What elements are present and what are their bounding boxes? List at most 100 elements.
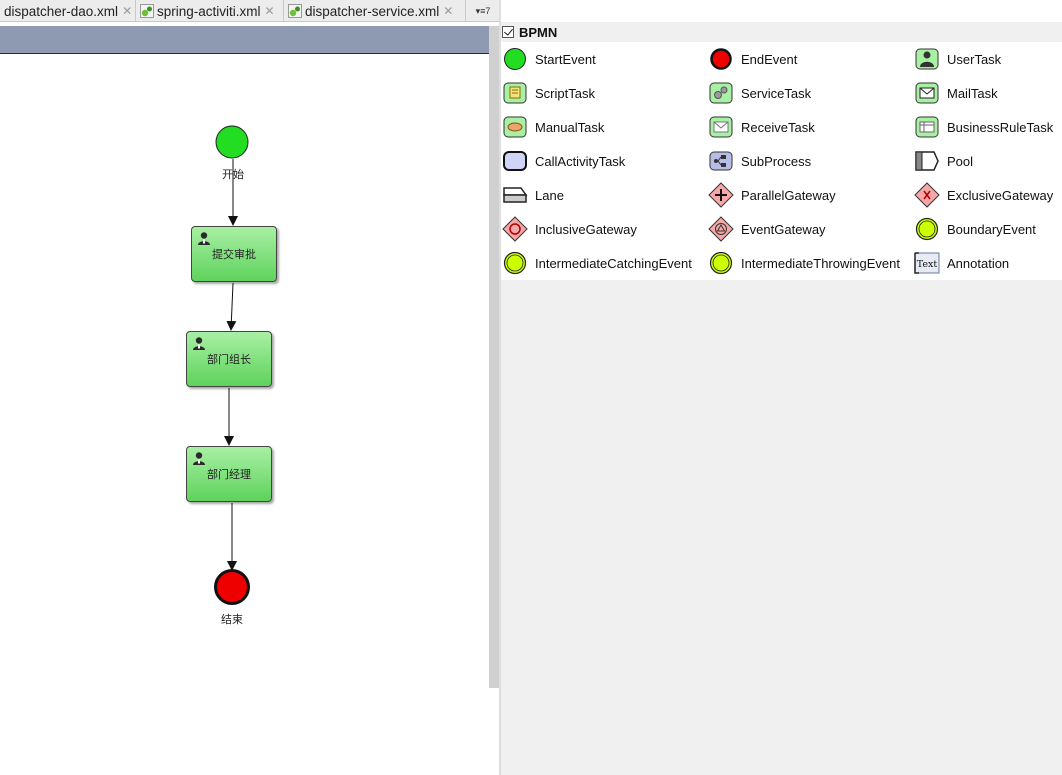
inclusive-gateway-icon [502,216,528,242]
palette-item-exclusive-gateway[interactable]: ExclusiveGateway [914,180,1053,210]
parallel-gateway-icon [708,182,734,208]
call-activity-task-icon [503,151,527,171]
palette-item-call-activity-task[interactable]: CallActivityTask [502,146,625,176]
palette-item-label: ExclusiveGateway [947,187,1054,203]
editor-tab-bar: dispatcher-dao.xml ✕ spring-activiti.xml… [0,0,500,22]
palette-checkbox[interactable] [502,26,514,38]
palette-item-mail-task[interactable]: MailTask [914,78,998,108]
start-event-label: 开始 [222,168,244,181]
palette-item-boundary-event[interactable]: BoundaryEvent [914,214,1036,244]
annotation-icon-text: Text [917,259,938,270]
tab-label: dispatcher-service.xml [305,3,440,19]
close-icon[interactable]: ✕ [122,4,133,18]
intermediate-catching-event-icon [503,251,527,275]
palette-item-label: CallActivityTask [535,153,626,169]
palette-item-event-gateway[interactable]: EventGateway [708,214,826,244]
palette-item-end-event[interactable]: EndEvent [708,44,797,74]
canvas-scrollbar[interactable] [489,26,500,688]
end-event-icon [710,48,732,70]
user-icon [198,232,210,245]
palette-item-label: EventGateway [741,221,826,237]
palette-item-label: ReceiveTask [741,119,815,135]
manual-task-icon [503,116,527,138]
subprocess-icon [709,151,733,171]
palette-item-label: SubProcess [741,153,812,169]
palette-item-label: InclusiveGateway [535,221,637,237]
task-label: 部门经理 [207,468,251,481]
end-event-node[interactable] [213,568,251,606]
palette-item-label: Pool [947,153,974,169]
service-task-icon [709,82,733,104]
palette-item-script-task[interactable]: ScriptTask [502,78,595,108]
palette-item-intermediate-catching-event[interactable]: IntermediateCatchingEvent [502,248,692,278]
flow-task1-to-task2 [226,282,237,331]
palette-item-business-rule-task[interactable]: BusinessRuleTask [914,112,1053,142]
pool-icon [915,151,939,171]
palette-item-intermediate-throwing-event[interactable]: IntermediateThrowingEvent [708,248,900,278]
user-task-icon [915,48,939,70]
business-rule-task-icon [915,116,939,138]
palette-item-inclusive-gateway[interactable]: InclusiveGateway [502,214,637,244]
palette-item-label: UserTask [947,51,1002,67]
palette-item-manual-task[interactable]: ManualTask [502,112,604,142]
tab-dispatcher-service[interactable]: dispatcher-service.xml ✕ [284,0,466,22]
close-icon[interactable]: ✕ [264,4,275,18]
tab-label: spring-activiti.xml [157,3,261,19]
user-task-node[interactable]: 部门经理 [186,446,272,502]
tab-label: dispatcher-dao.xml [4,3,119,19]
event-gateway-icon [708,216,734,242]
spring-xml-icon [288,4,302,18]
palette-item-start-event[interactable]: StartEvent [502,44,596,74]
diagram-header [0,26,489,54]
palette-item-label: StartEvent [535,51,596,67]
palette-item-label: ScriptTask [535,85,595,101]
user-icon [193,337,205,350]
end-event-label: 结束 [221,613,243,626]
palette-item-label: ManualTask [535,119,605,135]
palette-item-receive-task[interactable]: ReceiveTask [708,112,815,142]
mail-task-icon [915,82,939,104]
annotation-icon: Text [914,252,940,274]
tab-overflow-button[interactable]: ▾≡7 [475,5,491,16]
task-label: 提交审批 [212,248,256,261]
script-task-icon [503,82,527,104]
palette-item-label: BusinessRuleTask [947,119,1054,135]
palette-item-parallel-gateway[interactable]: ParallelGateway [708,180,836,210]
exclusive-gateway-icon [914,182,940,208]
user-task-node[interactable]: 部门组长 [186,331,272,387]
tab-spring-activiti[interactable]: spring-activiti.xml ✕ [136,0,284,22]
close-icon[interactable]: ✕ [443,4,454,18]
palette-item-service-task[interactable]: ServiceTask [708,78,811,108]
task-label: 部门组长 [207,353,251,366]
palette-item-label: IntermediateCatchingEvent [535,255,692,271]
palette-item-pool[interactable]: Pool [914,146,973,176]
bpmn-palette: BPMN StartEvent EndEvent UserTask Script… [501,22,1062,775]
diagram-canvas[interactable]: 开始 提交审批 部门组长 部门经理 结束 [0,55,489,775]
palette-item-label: ServiceTask [741,85,812,101]
intermediate-throwing-event-icon [709,251,733,275]
palette-title: BPMN [519,24,558,40]
palette-item-label: Lane [535,187,564,203]
palette-item-label: ParallelGateway [741,187,836,203]
palette-item-label: MailTask [947,85,998,101]
start-event-icon [504,48,526,70]
palette-header[interactable]: BPMN [501,22,1062,42]
lane-icon [503,187,528,203]
palette-item-subprocess[interactable]: SubProcess [708,146,811,176]
sequence-flows [224,159,238,571]
palette-item-label: EndEvent [741,51,798,67]
palette-items: StartEvent EndEvent UserTask ScriptTask … [501,42,1062,280]
tab-dispatcher-dao[interactable]: dispatcher-dao.xml ✕ [0,0,136,22]
pane-splitter[interactable] [499,0,501,775]
palette-item-annotation[interactable]: Text Annotation [914,248,1009,278]
palette-item-user-task[interactable]: UserTask [914,44,1001,74]
receive-task-icon [709,116,733,138]
user-icon [193,452,205,465]
palette-item-label: Annotation [947,255,1010,271]
start-event-node[interactable] [215,125,251,161]
boundary-event-icon [915,217,939,241]
palette-item-lane[interactable]: Lane [502,180,564,210]
palette-item-label: IntermediateThrowingEvent [741,255,900,271]
spring-xml-icon [140,4,154,18]
user-task-node[interactable]: 提交审批 [191,226,277,282]
